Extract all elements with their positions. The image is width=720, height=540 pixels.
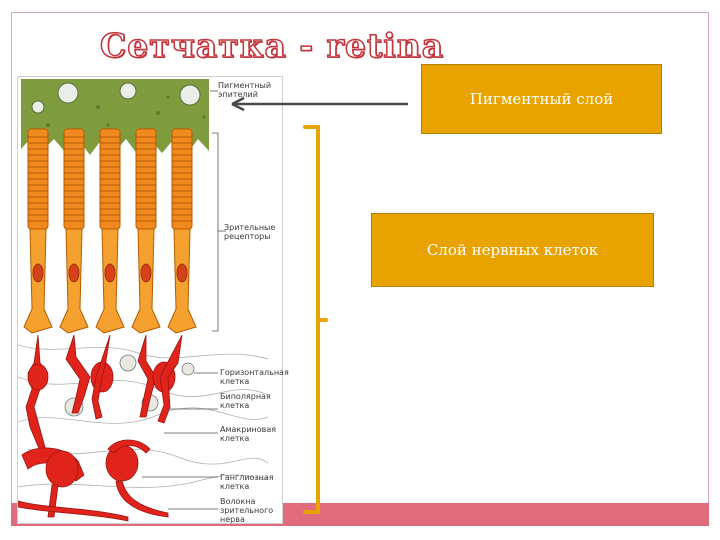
- pigment-cell-nucleus: [57, 82, 79, 104]
- label-bipolar-cell: Биполярная клетка: [220, 392, 271, 410]
- label-ganglion-cell: Ганглиозная клетка: [220, 473, 274, 491]
- neural-cells: [18, 334, 269, 522]
- label-receptors: Зрительные рецепторы: [224, 223, 276, 241]
- label-pigment-epithelium: Пигментный эпителий: [218, 81, 272, 99]
- slide-title: Сетчатка - retina: [99, 25, 445, 66]
- retina-illustration: Пигментный эпителий Зрительные рецепторы…: [17, 76, 289, 524]
- label-horizontal-cell: Горизонтальная клетка: [220, 368, 289, 386]
- nerve-layer-bracket: [303, 125, 328, 514]
- pigment-arrow-icon: [231, 96, 408, 112]
- pigment-layer-callout: Пигментный слой: [421, 64, 662, 134]
- label-amacrine-cell: Амакриновая клетка: [220, 425, 277, 443]
- label-optic-nerve-fibers: Волокна зрительного нерва: [220, 497, 274, 524]
- pigment-epithelium-layer: [21, 79, 209, 135]
- retina-drawing: [18, 79, 269, 522]
- nerve-layer-callout: Слой нервных клеток: [371, 213, 654, 287]
- photoreceptors: [23, 128, 197, 334]
